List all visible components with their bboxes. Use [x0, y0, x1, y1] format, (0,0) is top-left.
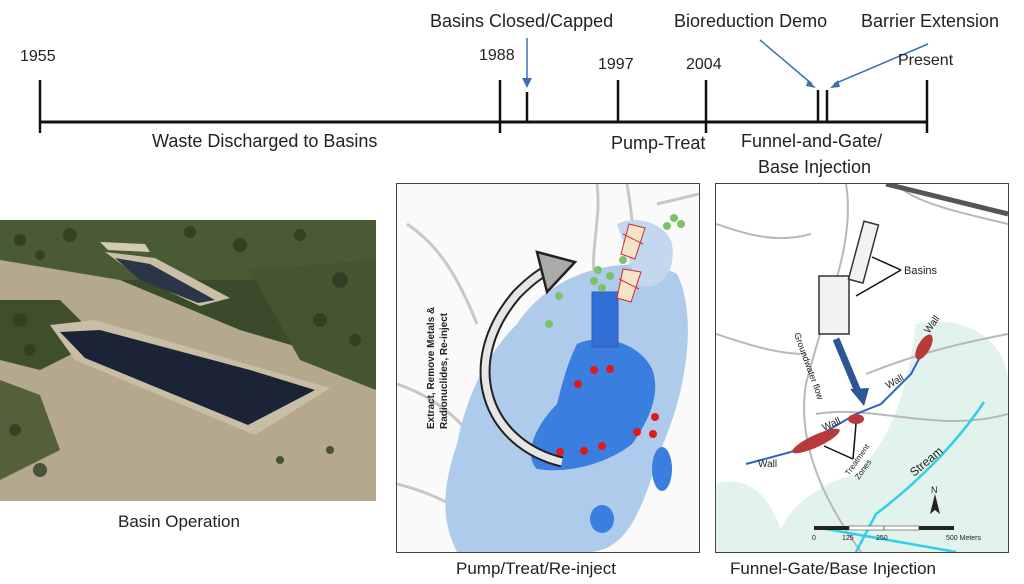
- year-2004: 2004: [686, 56, 722, 73]
- funnel-gate-map: Basins Groundwater flow Wall Wall Wall W…: [715, 183, 1009, 553]
- vegetation: [776, 321, 1008, 552]
- caption-basin-operation: Basin Operation: [118, 512, 240, 531]
- pump-treat-map: Extract, Remove Metals & Radionuclides, …: [396, 183, 700, 553]
- treatment-zone-3: [915, 334, 933, 360]
- arrowhead-basins-closed: [522, 78, 532, 88]
- basin-photo-image: [0, 220, 376, 501]
- arrow-label-line1: Extract, Remove Metals &: [426, 307, 437, 429]
- recirculation-arrowhead: [535, 250, 578, 295]
- basin-small: [847, 220, 880, 284]
- arrow-barrier: [833, 43, 929, 85]
- plume-dark: [530, 339, 656, 471]
- event-barrier-extension: Barrier Extension: [861, 11, 1000, 31]
- period-funnel-line2: Base Injection: [758, 157, 872, 177]
- pump-treat-map-image: Extract, Remove Metals & Radionuclides, …: [397, 184, 699, 552]
- north-label: N: [931, 485, 938, 495]
- injection-wells: [545, 214, 685, 328]
- period-waste: Waste Discharged to Basins: [152, 131, 378, 151]
- funnel-gate-map-image: Basins Groundwater flow Wall Wall Wall W…: [716, 184, 1008, 552]
- basins-label: Basins: [904, 265, 938, 277]
- stream: [854, 401, 986, 552]
- wall-label-1: Wall: [758, 459, 777, 470]
- scale-tick-0: 0: [812, 535, 816, 542]
- treatment-zone-2: [848, 414, 864, 424]
- scale-bar: 0 125 250 500 Meters: [812, 525, 982, 542]
- event-basins-closed: Basins Closed/Capped: [430, 11, 614, 31]
- basin-photo: [0, 220, 376, 501]
- barrier-wall: [745, 339, 930, 465]
- scale-tick-125: 125: [842, 535, 854, 542]
- caption-pump-treat: Pump/Treat/Re-inject: [456, 559, 616, 578]
- year-1988: 1988: [479, 47, 515, 64]
- arrow-bioreduction: [759, 39, 813, 85]
- period-funnel-line1: Funnel-and-Gate/: [741, 131, 883, 151]
- arrow-label-line2: Radionuclides, Re-inject: [439, 312, 450, 429]
- event-bioreduction: Bioreduction Demo: [674, 11, 828, 31]
- basin-outline: [591, 291, 619, 348]
- extraction-wells: [556, 365, 659, 456]
- scale-tick-500: 500 Meters: [946, 535, 982, 542]
- arrowhead-barrier: [830, 80, 840, 88]
- treatment-zone-1: [792, 428, 840, 454]
- groundwater-arrow: [832, 337, 863, 396]
- north-arrow-icon: N: [930, 485, 940, 514]
- period-pump-treat: Pump-Treat: [611, 133, 706, 153]
- year-1997: 1997: [598, 56, 634, 73]
- scale-tick-250: 250: [876, 535, 888, 542]
- year-present: Present: [898, 52, 954, 69]
- closed-basins-hatched: [616, 223, 646, 303]
- timeline: [38, 38, 929, 133]
- year-1955: 1955: [20, 48, 56, 65]
- caption-funnel-gate: Funnel-Gate/Base Injection: [730, 559, 937, 578]
- basin-large: [818, 275, 850, 335]
- arrowhead-bioreduction: [806, 80, 816, 88]
